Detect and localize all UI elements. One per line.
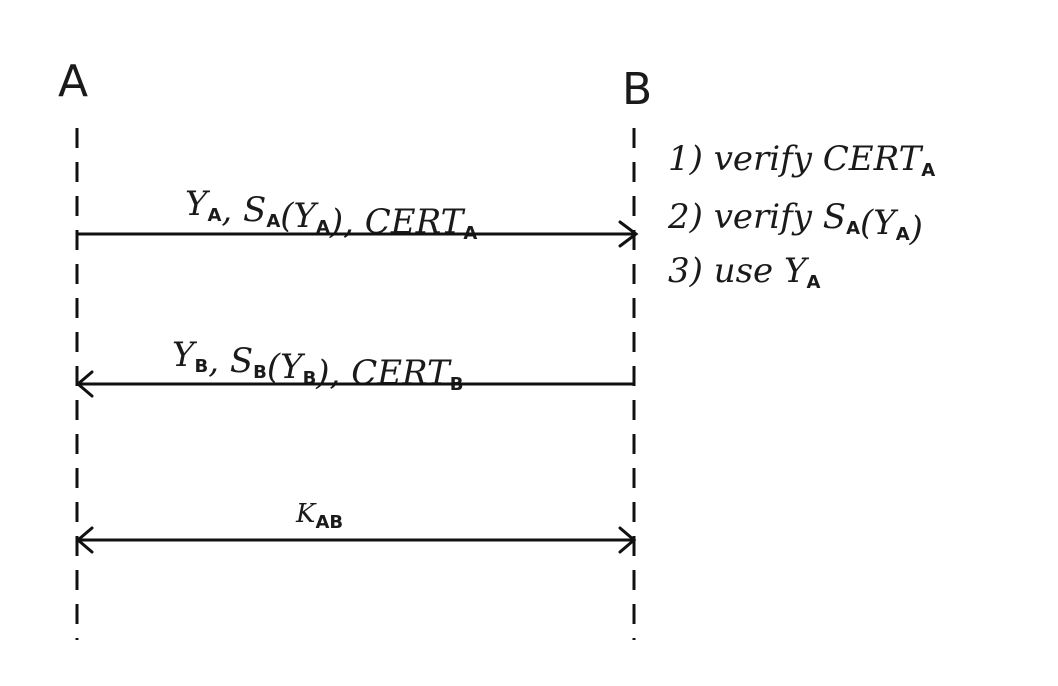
label-part: CERT <box>351 353 452 393</box>
message-1-arrowhead <box>618 220 639 248</box>
label-subscript: A <box>806 272 820 293</box>
step-1: 1) verify CERTA <box>668 139 935 181</box>
label-part: (Y <box>267 347 306 387</box>
message-3-label: KAB <box>295 499 343 533</box>
label-part: , <box>208 341 230 381</box>
label-part: ), <box>329 202 365 242</box>
label-subscript: A <box>896 224 910 245</box>
message-1: YA, SA(YA), CERTA <box>75 184 639 248</box>
label-subscript: A <box>266 211 280 232</box>
label-part: Y <box>185 184 211 224</box>
label-part: ) <box>909 209 923 249</box>
label-subscript: B <box>253 362 267 383</box>
label-part: Y <box>784 251 810 291</box>
label-subscript: A <box>846 218 860 239</box>
label-subscript: AB <box>315 512 343 533</box>
message-2-label: YB, SB(YB), CERTB <box>172 335 463 395</box>
label-subscript: B <box>303 368 317 389</box>
message-3: KAB <box>75 499 637 554</box>
label-part: (Y <box>280 196 319 236</box>
message-2: YB, SB(YB), CERTB <box>75 335 636 398</box>
label-part: S <box>243 190 266 230</box>
label-part: S <box>823 197 846 237</box>
step-2: 2) verify SA(YA) <box>667 197 923 249</box>
step-3: 3) use YA <box>668 251 820 293</box>
label-part: Y <box>172 335 198 375</box>
label-part: S <box>230 341 253 381</box>
message-3-arrowhead-left <box>75 526 94 554</box>
label-part: , <box>221 190 243 230</box>
label-part: CERT <box>365 202 466 242</box>
step-prefix: 1) verify <box>668 139 823 179</box>
step-prefix: 3) use <box>668 251 784 291</box>
label-part: K <box>295 499 317 529</box>
message-2-arrowhead <box>75 370 94 398</box>
party-a-label: A <box>58 56 88 107</box>
verification-steps: 1) verify CERTA 2) verify SA(YA) 3) use … <box>667 139 935 293</box>
message-3-arrowhead-right <box>618 526 637 554</box>
step-prefix: 2) verify <box>667 197 823 237</box>
label-part: ), <box>315 353 351 393</box>
label-subscript: A <box>921 160 935 181</box>
party-b-label: B <box>622 64 652 115</box>
label-part: CERT <box>823 139 924 179</box>
label-part: (Y <box>860 203 899 243</box>
label-subscript: A <box>207 205 221 226</box>
label-subscript: B <box>194 356 208 377</box>
